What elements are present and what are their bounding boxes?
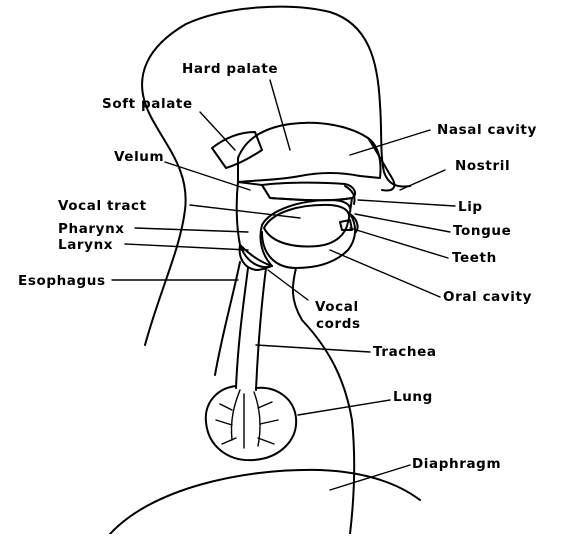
vocal-tract-region xyxy=(237,182,352,267)
label-vocal-cords-line2: cords xyxy=(316,316,361,332)
back-of-head-outline xyxy=(142,24,186,345)
label-nostril: Nostril xyxy=(455,158,510,174)
lung-outline xyxy=(206,386,296,460)
label-hard-palate: Hard palate xyxy=(182,61,278,77)
label-pharynx: Pharynx xyxy=(58,221,125,237)
label-soft-palate: Soft palate xyxy=(102,96,193,112)
label-esophagus: Esophagus xyxy=(18,273,106,289)
label-velum: Velum xyxy=(114,149,164,165)
diaphragm-curve xyxy=(110,470,420,534)
trachea-left xyxy=(236,268,248,388)
esophagus-tube xyxy=(215,262,240,375)
label-nasal-cavity: Nasal cavity xyxy=(437,122,537,138)
label-oral-cavity: Oral cavity xyxy=(443,289,532,305)
label-diaphragm: Diaphragm xyxy=(412,456,501,472)
label-lung: Lung xyxy=(393,389,433,405)
label-teeth: Teeth xyxy=(452,250,497,266)
label-lip: Lip xyxy=(458,199,483,215)
label-vocal-cords-line1: Vocal xyxy=(315,299,359,315)
label-tongue: Tongue xyxy=(453,223,511,239)
label-vocal-tract: Vocal tract xyxy=(58,198,147,214)
bronchi xyxy=(216,390,278,448)
label-larynx: Larynx xyxy=(58,237,113,253)
trachea-right xyxy=(256,268,266,390)
label-trachea: Trachea xyxy=(373,344,437,360)
